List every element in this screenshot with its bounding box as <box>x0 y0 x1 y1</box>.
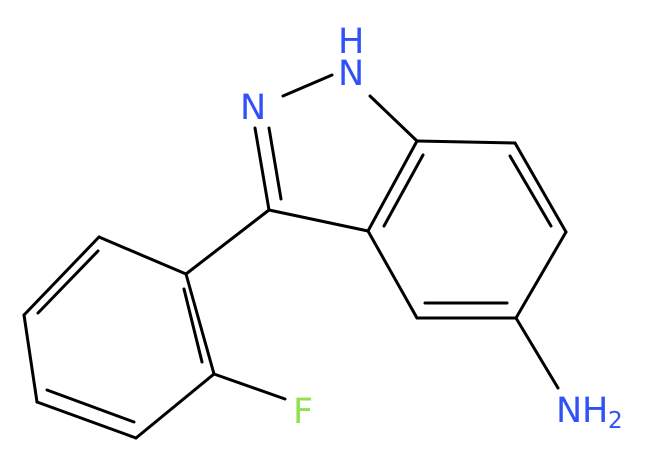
double-bond-inner <box>508 154 553 228</box>
atom-symbol: F <box>293 392 313 432</box>
bond <box>22 235 101 317</box>
double-bond-inner <box>45 388 136 424</box>
bond <box>35 400 138 440</box>
atom-symbol: H <box>338 22 364 62</box>
double-bond-inner <box>267 126 283 201</box>
atom-symbol: H <box>582 391 608 431</box>
bond <box>22 313 39 404</box>
atom-n: N <box>240 88 266 128</box>
benzo-ring <box>366 139 568 320</box>
double-bond-inner <box>182 287 204 364</box>
bond <box>415 139 517 145</box>
aryl-bond <box>184 208 271 276</box>
c-f-bond <box>212 372 287 401</box>
c-n-bond <box>514 316 560 390</box>
atom-nh: H N <box>338 22 364 94</box>
atom-nh2: N H 2 <box>556 391 623 434</box>
double-bond-inner <box>36 249 100 315</box>
bond <box>514 230 568 320</box>
n-n-bond <box>281 73 334 98</box>
bond <box>366 229 419 320</box>
bond <box>267 208 370 233</box>
bond <box>184 272 216 376</box>
bond <box>366 139 419 233</box>
atom-f: F <box>293 392 313 432</box>
bond <box>97 235 188 276</box>
fluorophenyl-ring <box>22 235 216 440</box>
bond <box>513 141 568 234</box>
pyrazole-ring <box>253 73 419 233</box>
bond <box>368 94 419 143</box>
atom-subscript: 2 <box>608 408 623 434</box>
double-bond-inner <box>382 153 425 228</box>
atom-symbol: N <box>338 54 364 94</box>
bond <box>134 372 216 440</box>
bond <box>253 126 271 212</box>
atom-symbol: N <box>240 88 266 128</box>
atom-symbol: N <box>556 391 582 431</box>
